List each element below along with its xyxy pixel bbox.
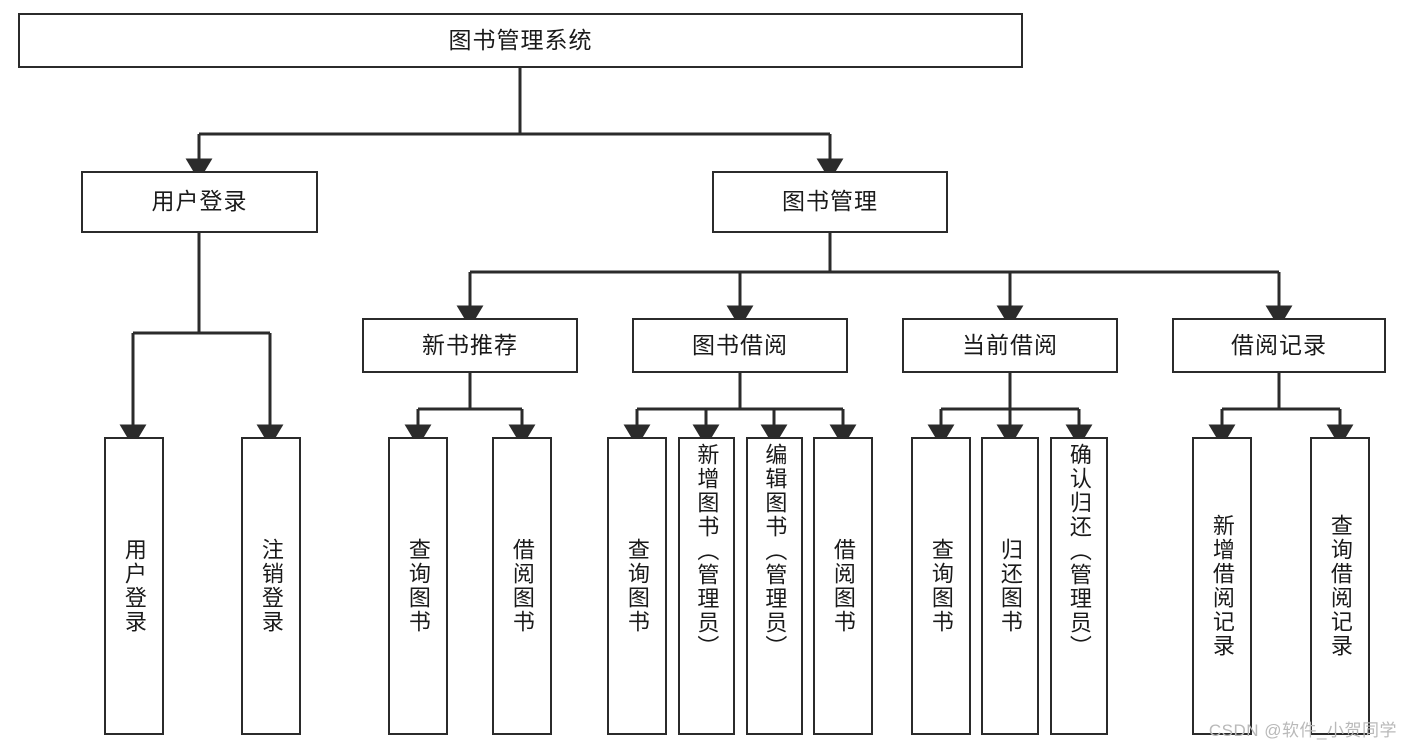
node-leaf-user-logout-label: 注销登录 <box>258 538 284 634</box>
node-user-login-label: 用户登录 <box>151 188 248 215</box>
node-leaf-edit-book[interactable]: 编辑图书（管理员） <box>746 437 803 735</box>
node-book-manage-label: 图书管理 <box>782 188 878 215</box>
node-leaf-query-book-1-label: 查询图书 <box>405 538 431 634</box>
node-leaf-user-login-label: 用户登录 <box>121 538 147 634</box>
node-leaf-query-book-1[interactable]: 查询图书 <box>388 437 448 735</box>
node-leaf-borrow-book-2[interactable]: 借阅图书 <box>813 437 873 735</box>
node-new-book-recommend-label: 新书推荐 <box>422 331 518 358</box>
node-leaf-query-book-3[interactable]: 查询图书 <box>911 437 971 735</box>
node-leaf-borrow-book-1-label: 借阅图书 <box>509 538 535 634</box>
node-leaf-add-record[interactable]: 新增借阅记录 <box>1192 437 1252 735</box>
node-leaf-query-book-2[interactable]: 查询图书 <box>607 437 667 735</box>
node-leaf-borrow-book-1[interactable]: 借阅图书 <box>492 437 552 735</box>
node-leaf-return-book[interactable]: 归还图书 <box>981 437 1039 735</box>
node-book-borrow-label: 图书借阅 <box>692 331 788 358</box>
node-leaf-add-record-label: 新增借阅记录 <box>1209 514 1235 658</box>
node-user-login[interactable]: 用户登录 <box>81 171 318 233</box>
node-current-borrow[interactable]: 当前借阅 <box>902 318 1118 373</box>
node-leaf-query-book-2-label: 查询图书 <box>624 538 650 634</box>
node-leaf-user-logout[interactable]: 注销登录 <box>241 437 301 735</box>
node-current-borrow-label: 当前借阅 <box>962 331 1058 358</box>
node-new-book-recommend[interactable]: 新书推荐 <box>362 318 578 373</box>
node-leaf-query-record[interactable]: 查询借阅记录 <box>1310 437 1370 735</box>
node-root-label: 图书管理系统 <box>448 26 593 53</box>
node-book-manage[interactable]: 图书管理 <box>712 171 948 233</box>
node-leaf-query-book-3-label: 查询图书 <box>928 538 954 634</box>
node-leaf-add-book-label: 新增图书（管理员） <box>694 443 720 659</box>
node-leaf-user-login[interactable]: 用户登录 <box>104 437 164 735</box>
node-leaf-return-book-label: 归还图书 <box>997 538 1023 634</box>
node-leaf-borrow-book-2-label: 借阅图书 <box>830 538 856 634</box>
node-leaf-edit-book-label: 编辑图书（管理员） <box>762 443 788 659</box>
node-leaf-query-record-label: 查询借阅记录 <box>1327 514 1353 658</box>
csdn-watermark: CSDN @软件_小贺同学 <box>1208 721 1397 740</box>
node-leaf-add-book[interactable]: 新增图书（管理员） <box>678 437 735 735</box>
node-borrow-record-label: 借阅记录 <box>1231 331 1327 358</box>
node-book-borrow[interactable]: 图书借阅 <box>632 318 848 373</box>
node-root[interactable]: 图书管理系统 <box>18 13 1023 68</box>
node-leaf-confirm-return-label: 确认归还（管理员） <box>1066 443 1092 659</box>
node-borrow-record[interactable]: 借阅记录 <box>1172 318 1386 373</box>
node-leaf-confirm-return[interactable]: 确认归还（管理员） <box>1050 437 1108 735</box>
